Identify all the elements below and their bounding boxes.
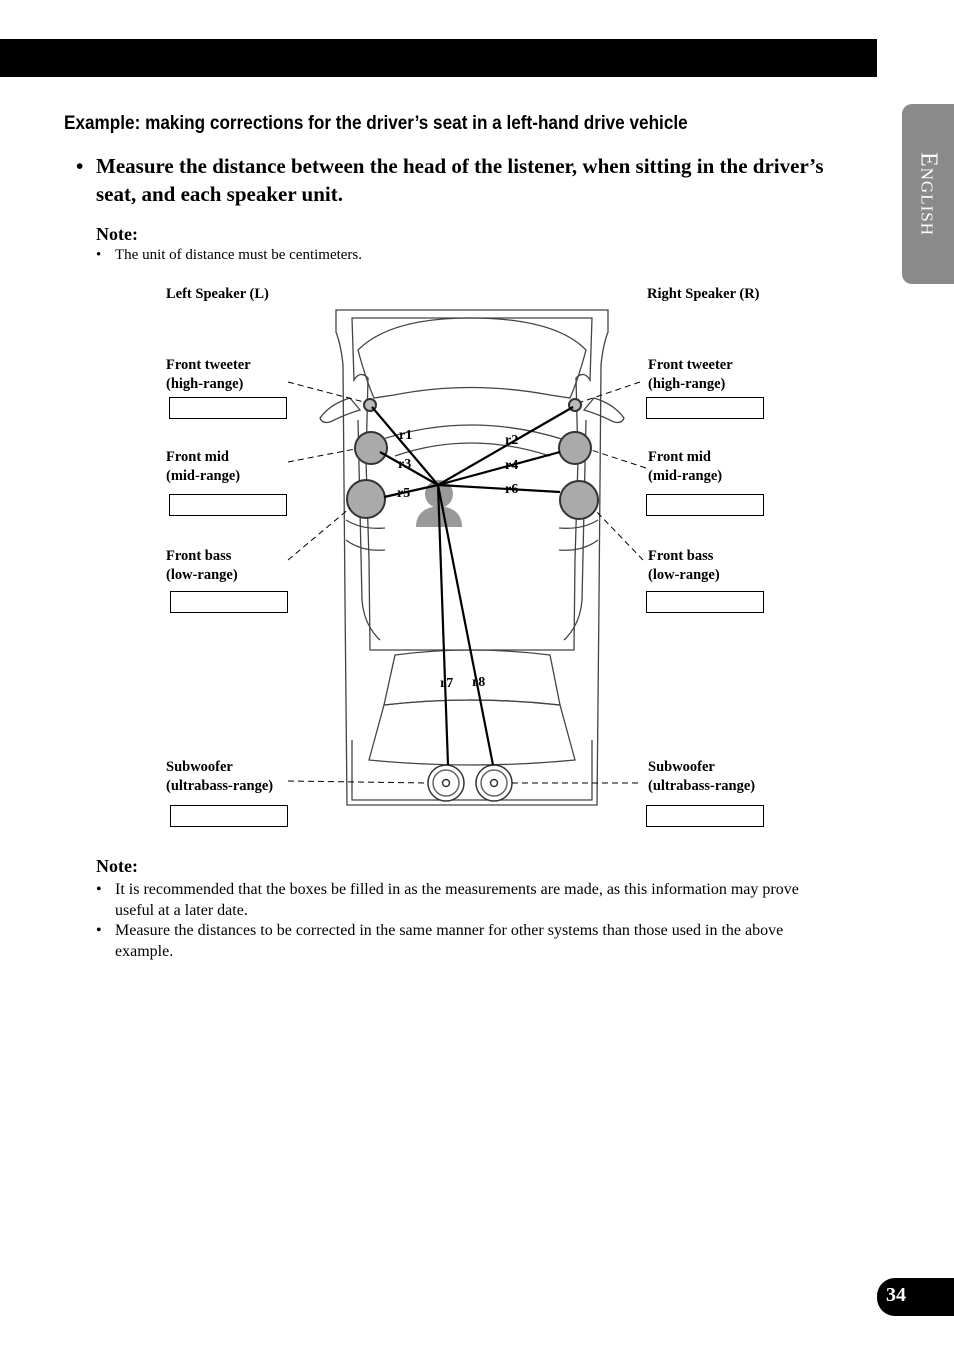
trunk-outline: [368, 699, 576, 766]
left-bass-label: Front bass (low-range): [166, 547, 238, 585]
right-tweeter-range: (high-range): [648, 376, 726, 392]
left-subwoofer-distance-box[interactable]: [170, 805, 288, 827]
right-subwoofer-label: Subwoofer (ultrabass-range): [648, 758, 755, 796]
subwoofer-icons: [427, 764, 513, 802]
note-item-text: It is recommended that the boxes be fill…: [115, 881, 799, 919]
car-body-outline: [335, 309, 609, 806]
page-number: 34: [886, 1284, 906, 1306]
distance-label-r7: r7: [440, 676, 454, 691]
right-door-line-3: [558, 539, 599, 551]
right-mid-icon: [558, 431, 592, 465]
right-tweeter-label: Front tweeter (high-range): [648, 356, 733, 394]
right-speaker-header: Right Speaker (R): [647, 286, 760, 302]
right-subwoofer-distance-box[interactable]: [646, 805, 764, 827]
right-bass-label: Front bass (low-range): [648, 547, 720, 585]
leader-lines: [287, 381, 647, 784]
dashboard-arc: [379, 424, 566, 441]
left-subwoofer-label: Subwoofer (ultrabass-range): [166, 758, 273, 796]
left-bass-distance-box[interactable]: [170, 591, 288, 613]
right-door-line-2: [558, 519, 599, 529]
dashboard-arc-2: [394, 442, 551, 457]
right-mid-range: (mid-range): [648, 468, 723, 484]
right-bass-name: Front bass: [648, 548, 714, 564]
left-tweeter-range: (high-range): [166, 376, 244, 392]
left-door-line-3: [345, 539, 386, 551]
note-item-text: Measure the distances to be corrected in…: [115, 922, 784, 960]
right-bass-icon: [559, 480, 599, 520]
note-item-text: The unit of distance must be centimeters…: [115, 247, 363, 263]
windshield-outline: [357, 317, 587, 399]
bullet-mark: •: [96, 922, 102, 939]
note-title: Note:: [96, 224, 138, 244]
distance-lines: [371, 406, 574, 766]
left-mid-range: (mid-range): [166, 468, 241, 484]
left-subwoofer-range: (ultrabass-range): [166, 778, 274, 794]
left-mid-icon: [354, 431, 388, 465]
left-mirror: [319, 397, 362, 424]
right-subwoofer-range: (ultrabass-range): [648, 778, 756, 794]
left-door-line: [357, 419, 381, 641]
bullet-mark: •: [96, 247, 102, 263]
bullet-mark: •: [96, 881, 102, 898]
left-subwoofer-name: Subwoofer: [166, 759, 233, 775]
distance-label-r1: r1: [399, 428, 413, 443]
language-tab: English: [902, 104, 954, 284]
left-mid-distance-box[interactable]: [169, 494, 287, 516]
left-door-line-2: [345, 519, 386, 529]
distance-label-r2: r2: [505, 433, 519, 448]
right-bass-distance-box[interactable]: [646, 591, 764, 613]
right-tweeter-distance-box[interactable]: [646, 397, 764, 419]
right-subwoofer-name: Subwoofer: [648, 759, 715, 775]
section-heading: Example: making corrections for the driv…: [64, 112, 688, 134]
left-tweeter-name: Front tweeter: [166, 357, 251, 373]
left-bass-name: Front bass: [166, 548, 232, 564]
right-bass-range: (low-range): [648, 567, 720, 583]
distance-label-r6: r6: [505, 482, 519, 497]
right-tweeter-name: Front tweeter: [648, 357, 733, 373]
instruction-text: Measure the distance between the head of…: [96, 154, 824, 206]
car-inner-outline: [351, 317, 593, 651]
speaker-icons: [346, 398, 599, 520]
bullet-mark: •: [76, 154, 84, 178]
right-mid-name: Front mid: [648, 449, 711, 465]
rear-bumper: [351, 740, 593, 801]
left-tweeter-distance-box[interactable]: [169, 397, 287, 419]
distance-label-r3: r3: [398, 457, 412, 472]
distance-label-r5: r5: [397, 486, 411, 501]
left-bass-icon: [346, 479, 386, 519]
right-mid-distance-box[interactable]: [646, 494, 764, 516]
distance-label-r8: r8: [472, 675, 486, 690]
left-mid-label: Front mid (mid-range): [166, 448, 240, 486]
right-mid-label: Front mid (mid-range): [648, 448, 722, 486]
left-tweeter-label: Front tweeter (high-range): [166, 356, 251, 394]
right-mirror: [582, 397, 625, 424]
page-number-badge: 34: [877, 1278, 954, 1316]
right-door-line: [563, 419, 587, 641]
distance-label-r4: r4: [505, 458, 519, 473]
header-bar: [0, 39, 877, 77]
left-bass-range: (low-range): [166, 567, 238, 583]
left-speaker-header: Left Speaker (L): [166, 286, 269, 302]
left-mid-name: Front mid: [166, 449, 229, 465]
note-title: Note:: [96, 856, 138, 876]
